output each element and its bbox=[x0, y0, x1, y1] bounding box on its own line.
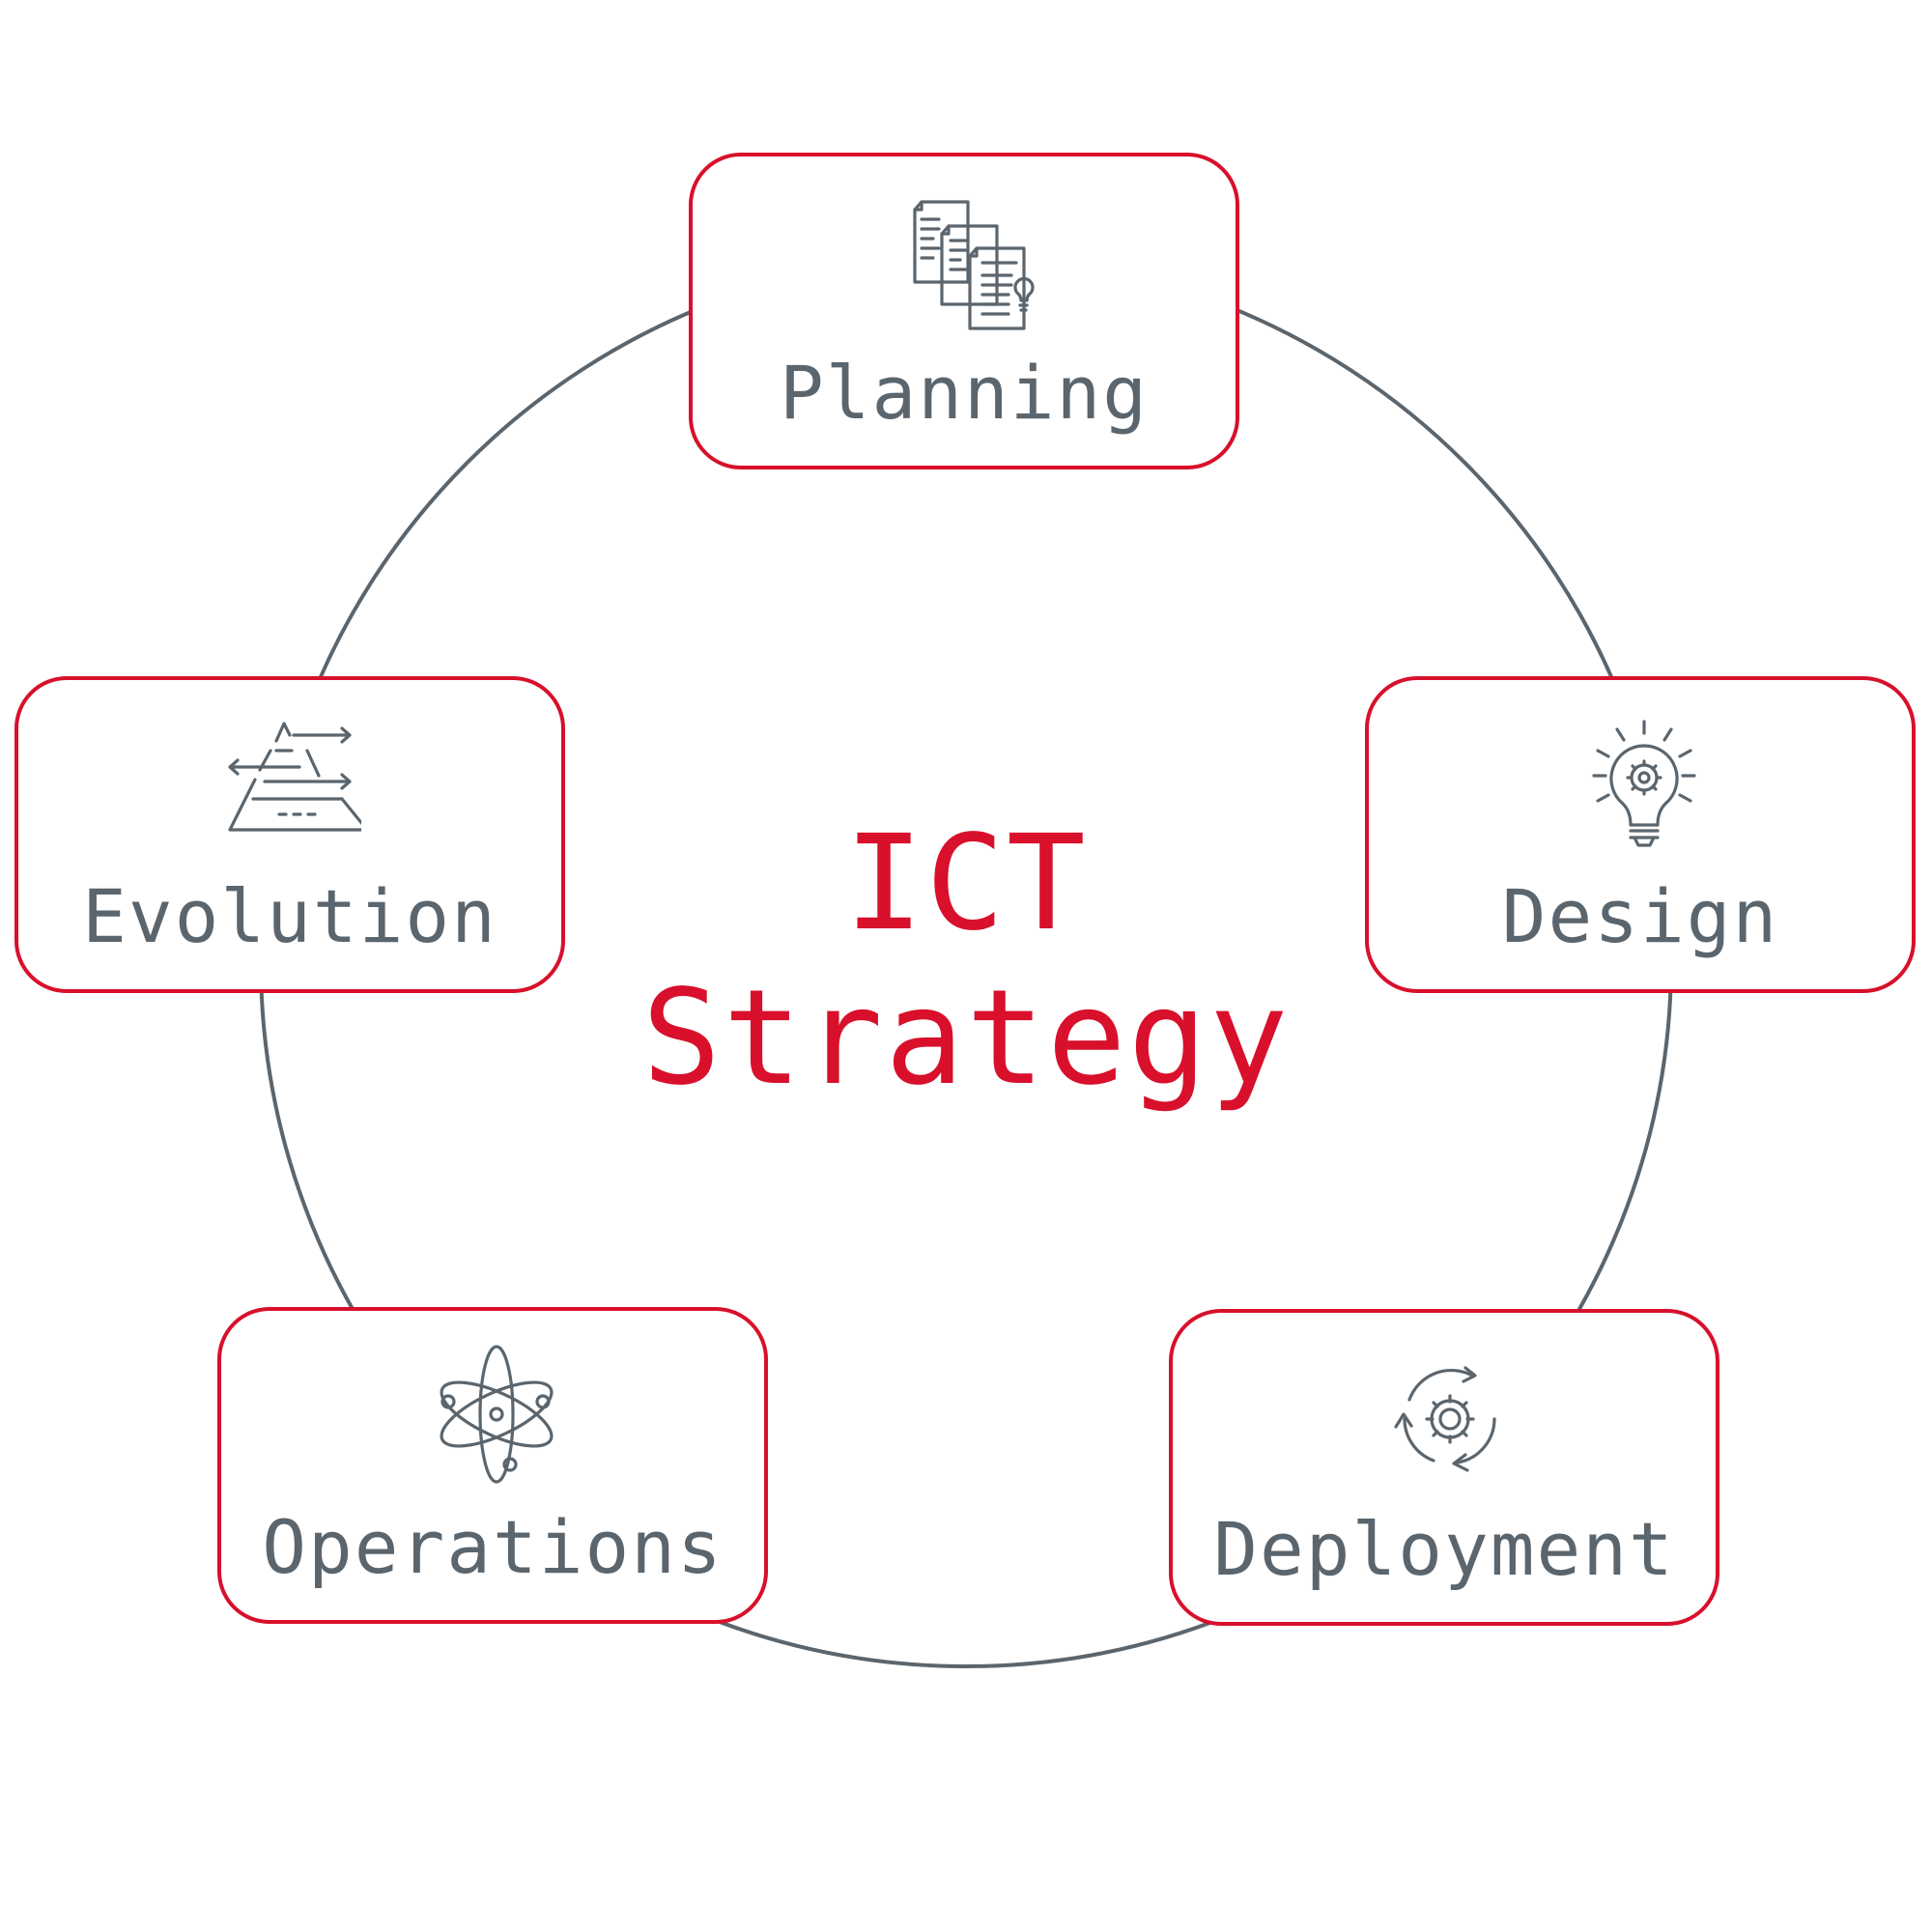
stage-card-design: Design bbox=[1365, 676, 1916, 993]
pyramid-arrows-icon bbox=[228, 722, 361, 832]
stage-card-deployment: Deployment bbox=[1169, 1309, 1719, 1626]
stage-label-planning: Planning bbox=[779, 350, 1150, 436]
stage-label-evolution: Evolution bbox=[82, 873, 497, 959]
stage-card-operations: Operations bbox=[217, 1307, 768, 1624]
documents-lightbulb-icon bbox=[913, 200, 1035, 330]
stage-label-design: Design bbox=[1501, 873, 1779, 959]
atom-icon bbox=[440, 1345, 554, 1484]
stage-label-deployment: Deployment bbox=[1213, 1506, 1675, 1592]
center-title-line-1: ICT bbox=[844, 808, 1088, 960]
center-title-line-2: Strategy bbox=[641, 962, 1291, 1115]
stage-label-operations: Operations bbox=[262, 1504, 724, 1590]
lightbulb-gear-icon bbox=[1592, 720, 1696, 847]
stage-card-evolution: Evolution bbox=[14, 676, 565, 993]
stage-card-planning: Planning bbox=[689, 153, 1239, 469]
gear-cycle-icon bbox=[1394, 1366, 1496, 1472]
